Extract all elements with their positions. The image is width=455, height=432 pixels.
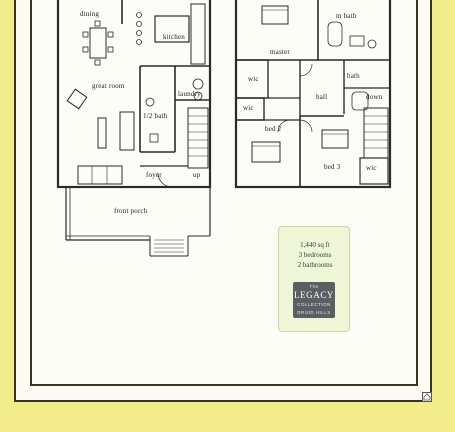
logo-place: DRUID HILLS <box>297 310 331 315</box>
room-label-dining: dining <box>80 10 100 18</box>
room-label-hall: hall <box>316 93 328 101</box>
room-label-m-bath: m bath <box>336 12 357 20</box>
info-bedrooms: 3 bedrooms <box>298 251 332 259</box>
legacy-collection-logo: The LEGACY COLLECTION DRUID HILLS <box>293 282 335 318</box>
room-label-kitchen: kitchen <box>163 33 186 41</box>
equal-housing-icon <box>422 392 432 402</box>
room-label-wic-master-1: wic <box>248 75 259 83</box>
room-label-wic-master-2: wic <box>243 104 254 112</box>
room-label-front-porch: front porch <box>114 207 148 215</box>
room-label-bed-3: bed 3 <box>324 163 341 171</box>
room-label-bath: bath <box>347 72 360 80</box>
room-label-bed-2: bed 2 <box>265 125 282 133</box>
logo-the: The <box>309 284 319 289</box>
room-label-down: down <box>366 93 383 101</box>
logo-collection: COLLECTION <box>297 302 331 307</box>
room-label-master: master <box>270 48 290 56</box>
room-label-foyer: foyer <box>146 171 162 179</box>
info-sqft: 1,440 sq ft <box>300 241 330 249</box>
ground-floor-walls <box>56 0 212 189</box>
room-label-up: up <box>193 171 201 179</box>
info-bathrooms: 2 bathrooms <box>297 261 333 269</box>
room-label-wic-bed-3: wic <box>366 164 377 172</box>
room-label-half-bath: 1/2 bath <box>143 112 168 120</box>
logo-name: LEGACY <box>293 290 335 300</box>
room-label-great-room: great room <box>92 82 125 90</box>
room-label-laundry: laundry <box>178 90 201 98</box>
